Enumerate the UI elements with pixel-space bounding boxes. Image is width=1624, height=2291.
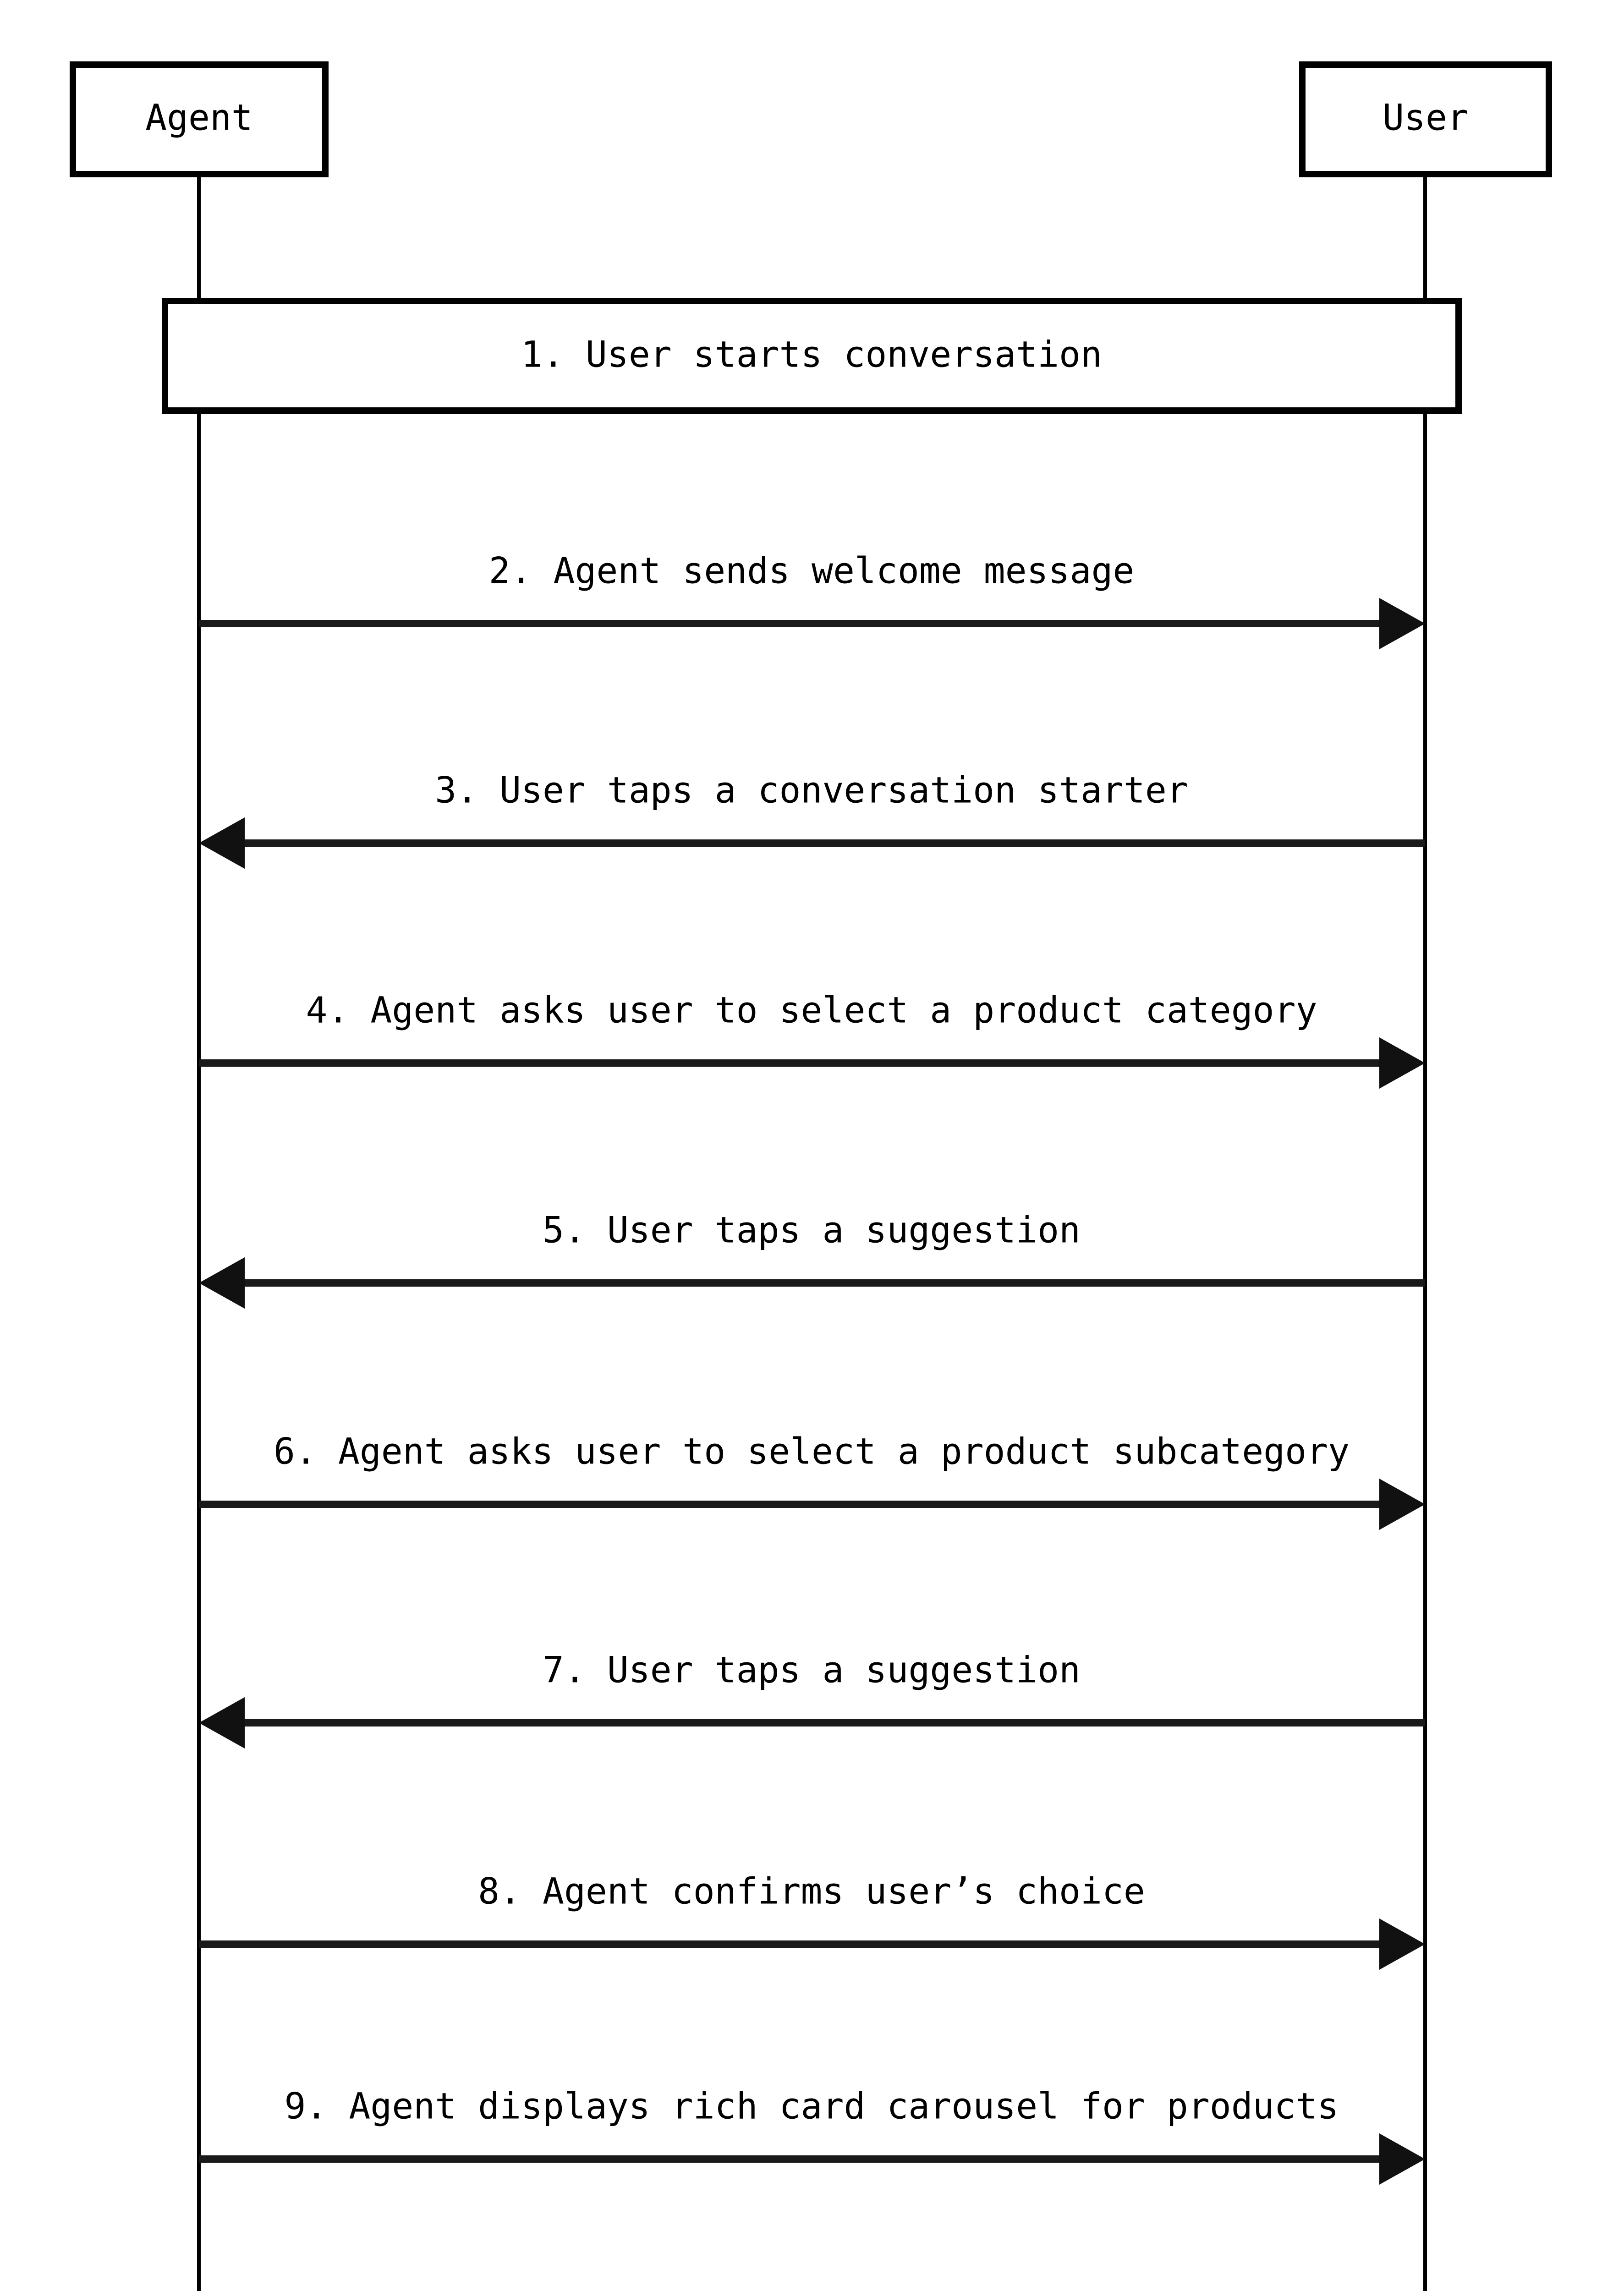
step-4-message[interactable]: 4. Agent asks user to select a product c… — [199, 990, 1425, 1089]
message-label-step-9: 9. Agent displays rich card carousel for… — [284, 2086, 1339, 2127]
message-label-step-7: 7. User taps a suggestion — [543, 1650, 1081, 1691]
message-label-step-4: 4. Agent asks user to select a product c… — [306, 990, 1317, 1031]
arrow-head-right-icon-step-4 — [1379, 1037, 1425, 1089]
participant-label-agent-top: Agent — [145, 97, 253, 138]
arrow-head-right-icon-step-9 — [1379, 2133, 1425, 2185]
arrow-head-right-icon-step-2 — [1379, 598, 1425, 649]
arrow-head-left-icon-step-7 — [199, 1697, 245, 1748]
participant-agent-top[interactable]: Agent — [70, 61, 329, 177]
lifelines-group — [197, 174, 1427, 2291]
message-label-step-2: 2. Agent sends welcome message — [489, 550, 1135, 592]
step-9-message[interactable]: 9. Agent displays rich card carousel for… — [199, 2086, 1425, 2185]
step-6-message[interactable]: 6. Agent asks user to select a product s… — [199, 1431, 1425, 1530]
arrow-head-left-icon-step-5 — [199, 1257, 245, 1309]
step-7-message[interactable]: 7. User taps a suggestion — [199, 1650, 1425, 1748]
participant-label-user-top: User — [1383, 97, 1469, 138]
note-box-step-1[interactable] — [162, 298, 1462, 414]
step-3-message[interactable]: 3. User taps a conversation starter — [199, 770, 1425, 869]
participant-user-top[interactable]: User — [1299, 61, 1552, 177]
step-2-message[interactable]: 2. Agent sends welcome message — [199, 550, 1425, 649]
participant-box-user-top[interactable] — [1299, 61, 1552, 177]
note-label-step-1: 1. User starts conversation — [521, 334, 1102, 375]
message-label-step-3: 3. User taps a conversation starter — [435, 770, 1188, 811]
message-label-step-5: 5. User taps a suggestion — [543, 1210, 1081, 1251]
step-5-message[interactable]: 5. User taps a suggestion — [199, 1210, 1425, 1309]
arrow-head-left-icon-step-3 — [199, 817, 245, 869]
arrow-head-right-icon-step-6 — [1379, 1479, 1425, 1530]
message-label-step-8: 8. Agent confirms user’s choice — [478, 1871, 1145, 1912]
step-8-message[interactable]: 8. Agent confirms user’s choice — [199, 1871, 1425, 1970]
participant-box-agent-top[interactable] — [70, 61, 329, 177]
arrow-head-right-icon-step-8 — [1379, 1918, 1425, 1970]
step-1-note[interactable]: 1. User starts conversation — [162, 298, 1462, 414]
message-label-step-6: 6. Agent asks user to select a product s… — [274, 1431, 1350, 1472]
